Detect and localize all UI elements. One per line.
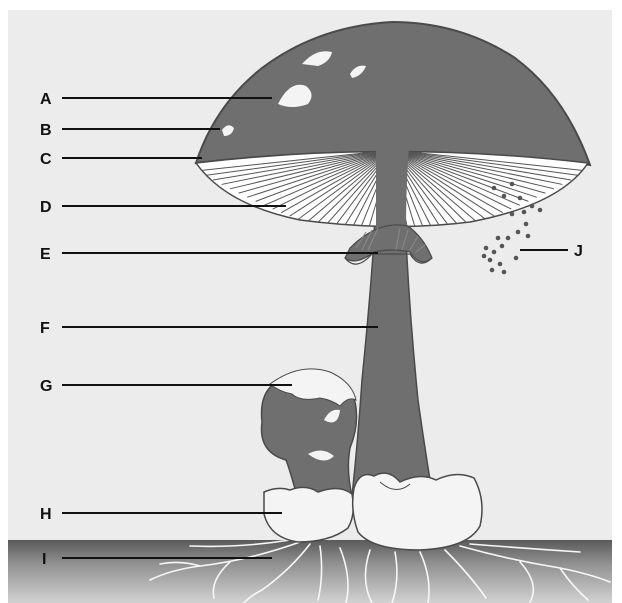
spore — [502, 194, 507, 199]
label-a: A — [40, 91, 52, 108]
label-c: C — [40, 151, 52, 168]
spore — [510, 212, 515, 217]
label-d: D — [40, 199, 52, 216]
label-e: E — [40, 246, 51, 263]
label-h: H — [40, 506, 52, 523]
label-b: B — [40, 122, 52, 139]
spore — [492, 186, 497, 191]
spore — [510, 182, 515, 187]
spore — [516, 230, 521, 235]
spore — [500, 244, 505, 249]
spore — [538, 208, 543, 213]
spore — [482, 254, 487, 259]
spore — [498, 262, 503, 267]
stipe-upper — [376, 134, 410, 232]
spore — [518, 196, 523, 201]
spore — [490, 268, 495, 273]
label-g: G — [40, 378, 52, 395]
spore — [496, 236, 501, 241]
spore — [506, 236, 511, 241]
spore — [526, 234, 531, 239]
spore — [530, 204, 535, 209]
spore — [488, 258, 493, 263]
volva — [353, 473, 482, 550]
label-f: F — [40, 320, 50, 337]
spore — [492, 250, 497, 255]
spore — [502, 270, 507, 275]
spore — [522, 210, 527, 215]
label-j: J — [574, 243, 583, 260]
spore — [484, 246, 489, 251]
spore — [524, 222, 529, 227]
volva-small — [264, 487, 353, 542]
soil — [8, 540, 612, 603]
label-i: I — [42, 551, 46, 568]
spore — [514, 256, 519, 261]
